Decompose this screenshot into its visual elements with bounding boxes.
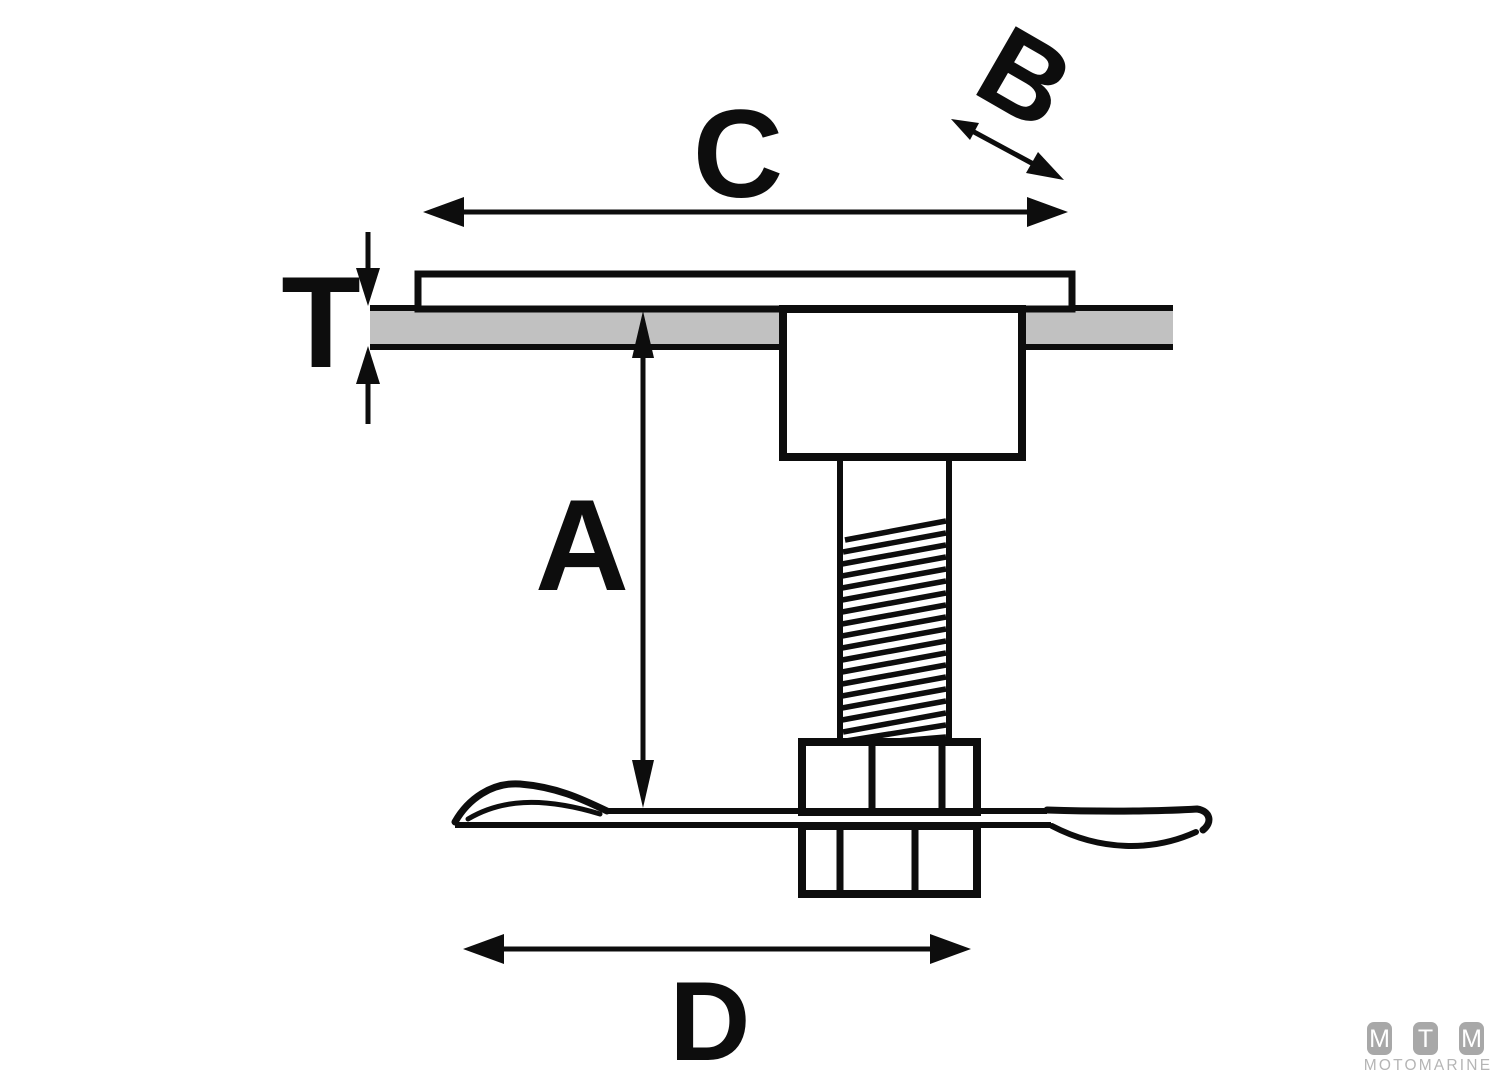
top-plate bbox=[414, 270, 1076, 313]
dim-d-left-arrowhead-icon bbox=[463, 934, 504, 964]
upper-nut bbox=[798, 738, 981, 816]
bolt-head bbox=[779, 305, 1026, 461]
dimension-b: B bbox=[951, 2, 1093, 180]
dim-a-top-arrowhead-icon bbox=[632, 311, 654, 358]
dim-a-bottom-arrowhead-icon bbox=[632, 760, 654, 808]
dim-a-label: A bbox=[535, 472, 629, 618]
dim-c-label: C bbox=[693, 85, 783, 224]
dim-b-lower-arrowhead-icon bbox=[1026, 152, 1064, 180]
washer-right-wing-outer bbox=[1043, 805, 1213, 834]
dim-d-right-arrowhead-icon bbox=[930, 934, 971, 964]
washer-left-wing-inner bbox=[465, 799, 603, 822]
washer-left-wing-outer bbox=[451, 780, 611, 826]
spring-washer bbox=[451, 780, 1213, 849]
lower-nut-body bbox=[798, 822, 981, 898]
upper-nut-facets bbox=[868, 746, 946, 808]
dim-t-label: T bbox=[281, 249, 360, 395]
panel-cross-section bbox=[370, 305, 1173, 350]
washer-right-wing-inner bbox=[1049, 823, 1199, 849]
lower-nut bbox=[798, 822, 981, 898]
logo-letter-m1: M bbox=[1369, 1025, 1390, 1053]
dim-c-left-arrowhead-icon bbox=[423, 197, 464, 227]
lower-nut-facets bbox=[836, 830, 919, 890]
logo-badge-3 bbox=[1459, 1022, 1484, 1055]
logo-letter-t: T bbox=[1418, 1025, 1433, 1053]
dimension-a: A bbox=[535, 311, 654, 808]
bolt-shaft bbox=[837, 457, 952, 747]
dimension-d: D bbox=[463, 934, 971, 1080]
logo-letter-m2: M bbox=[1461, 1025, 1482, 1053]
panel-right-fill bbox=[1019, 309, 1173, 347]
dim-d-label: D bbox=[670, 959, 751, 1080]
brand-logo: M T M MOTOMARINE bbox=[1364, 1022, 1493, 1074]
dim-t-down-arrowhead-icon bbox=[356, 268, 380, 306]
thread-hatching bbox=[841, 518, 947, 747]
dimension-c: C bbox=[423, 85, 1068, 227]
logo-badge-1 bbox=[1367, 1022, 1392, 1055]
dim-c-right-arrowhead-icon bbox=[1027, 197, 1068, 227]
logo-badge-2 bbox=[1413, 1022, 1438, 1055]
upper-nut-body bbox=[798, 738, 981, 816]
dimension-t: T bbox=[281, 232, 380, 424]
shaft-edges bbox=[837, 457, 952, 744]
dim-t-up-arrowhead-icon bbox=[356, 346, 380, 384]
panel-left-fill bbox=[370, 309, 783, 347]
dim-b-upper-arrowhead-icon bbox=[951, 119, 979, 140]
logo-brand-text: MOTOMARINE bbox=[1364, 1057, 1493, 1074]
